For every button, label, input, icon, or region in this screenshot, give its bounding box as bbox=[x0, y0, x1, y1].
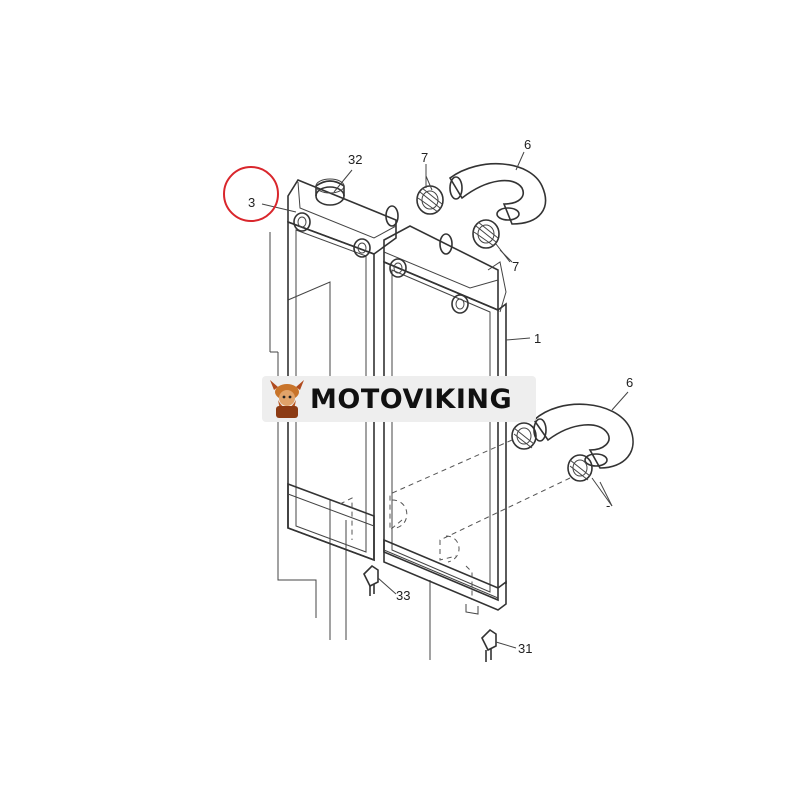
right-radiator-core bbox=[383, 205, 507, 615]
callout-32: 32 bbox=[348, 152, 362, 167]
upper-clamp-1 bbox=[416, 185, 444, 215]
left-radiator-core bbox=[287, 179, 397, 562]
callout-7-top: 7 bbox=[421, 150, 428, 165]
upper-clamp-2 bbox=[472, 219, 500, 249]
callout-7-right: 7 bbox=[512, 259, 519, 274]
frame-lines bbox=[269, 232, 431, 660]
callout-31: 31 bbox=[518, 641, 532, 656]
watermark-banner: MOTOVIKING bbox=[262, 376, 536, 422]
filler-cap bbox=[315, 178, 345, 206]
watermark-text: MOTOVIKING bbox=[310, 383, 513, 415]
callout-dash-bottom: - bbox=[606, 498, 610, 513]
dashed-routing bbox=[339, 439, 571, 600]
drain-plug-31 bbox=[481, 628, 497, 662]
highlight-circle bbox=[223, 166, 279, 222]
callout-3: 3 bbox=[248, 195, 255, 210]
lower-clamp-2 bbox=[567, 454, 593, 482]
callout-6-top: 6 bbox=[524, 137, 531, 152]
callout-6-bottom: 6 bbox=[626, 375, 633, 390]
viking-mascot-icon bbox=[270, 380, 304, 418]
lower-clamp-1 bbox=[511, 422, 537, 450]
callout-33: 33 bbox=[396, 588, 410, 603]
callout-1: 1 bbox=[534, 331, 541, 346]
upper-hose bbox=[448, 162, 547, 225]
lower-hose bbox=[532, 403, 634, 469]
leader-lines bbox=[261, 151, 629, 649]
drain-plug-33 bbox=[363, 564, 379, 596]
